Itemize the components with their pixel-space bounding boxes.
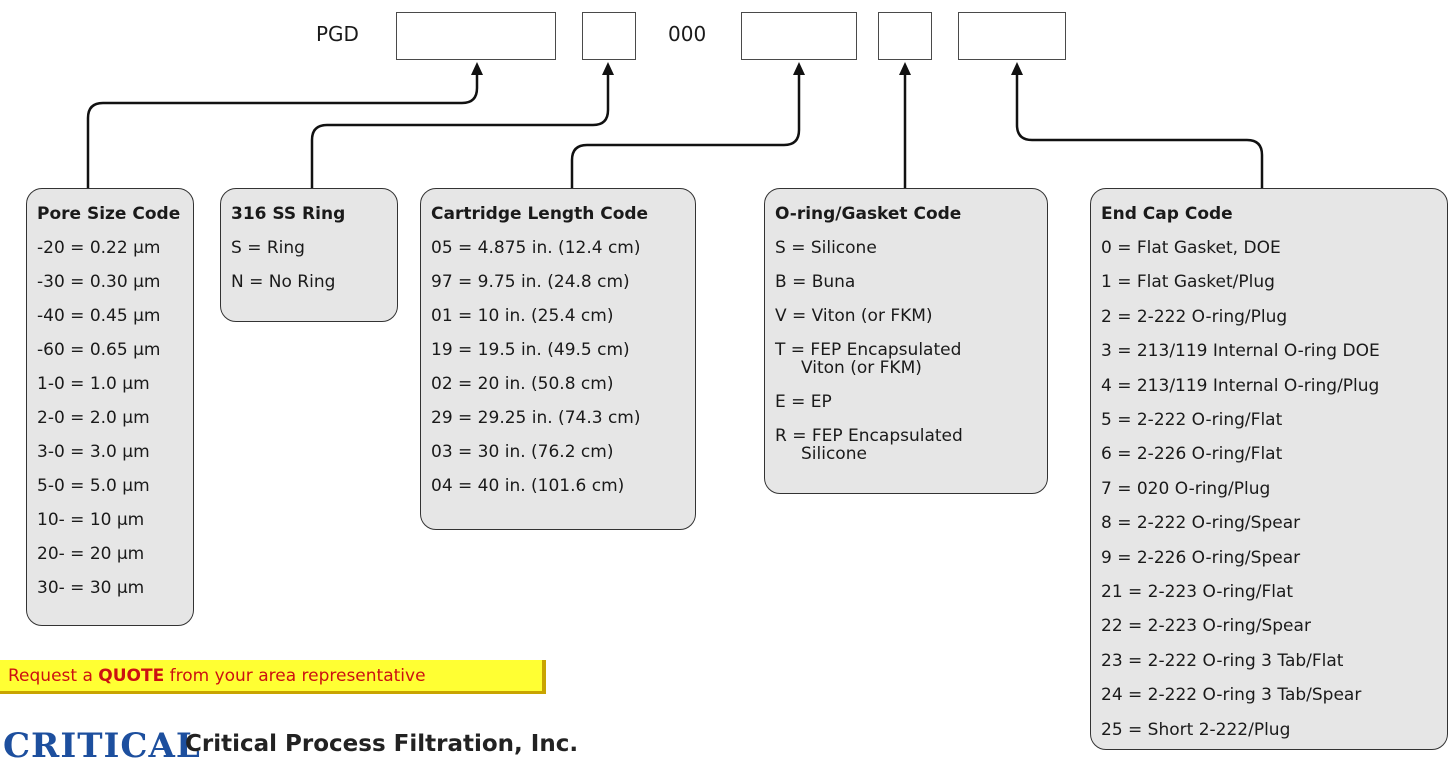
- pore-size-item: -30 = 0.30 µm: [37, 272, 161, 292]
- end-cap-item: 5 = 2-222 O-ring/Flat: [1101, 410, 1283, 431]
- cartridge-length-panel: Cartridge Length Code 05 = 4.875 in. (12…: [420, 188, 696, 530]
- oring-gasket-item: S = Silicone: [775, 238, 877, 258]
- oring-gasket-line: R = FEP Encapsulated: [775, 426, 963, 446]
- pore-size-item: 2-0 = 2.0 µm: [37, 408, 150, 428]
- oring-gasket-code-box[interactable]: [878, 12, 932, 60]
- pore-size-item: -60 = 0.65 µm: [37, 340, 161, 360]
- pore-size-title: Pore Size Code: [37, 204, 181, 224]
- oring-gasket-item: V = Viton (or FKM): [775, 306, 933, 326]
- ss-ring-panel: 316 SS Ring S = Ring N = No Ring: [220, 188, 398, 322]
- connector-ss-ring: [310, 70, 610, 188]
- pore-size-item: 10- = 10 µm: [37, 510, 145, 530]
- end-cap-item: 1 = Flat Gasket/Plug: [1101, 272, 1275, 293]
- cartridge-length-item: 01 = 10 in. (25.4 cm): [431, 306, 614, 326]
- cartridge-length-item: 97 = 9.75 in. (24.8 cm): [431, 272, 630, 292]
- end-cap-item: 6 = 2-226 O-ring/Flat: [1101, 444, 1283, 465]
- ss-ring-item: S = Ring: [231, 238, 305, 258]
- end-cap-item: 4 = 213/119 Internal O-ring/Plug: [1101, 375, 1380, 396]
- code-middle: 000: [668, 22, 707, 46]
- oring-gasket-title: O-ring/Gasket Code: [775, 204, 962, 224]
- end-cap-item: 0 = Flat Gasket, DOE: [1101, 238, 1281, 258]
- pore-size-panel: Pore Size Code -20 = 0.22 µm -30 = 0.30 …: [26, 188, 194, 626]
- cartridge-length-code-box[interactable]: [741, 12, 857, 60]
- oring-gasket-line: Silicone: [801, 444, 867, 464]
- oring-gasket-panel: O-ring/Gasket Code S = Silicone B = Buna…: [764, 188, 1048, 494]
- cartridge-length-item: 05 = 4.875 in. (12.4 cm): [431, 238, 641, 258]
- connector-cartridge-length: [570, 70, 801, 188]
- oring-gasket-item: E = EP: [775, 392, 832, 412]
- cartridge-length-item: 29 = 29.25 in. (74.3 cm): [431, 408, 641, 428]
- pore-size-item: 20- = 20 µm: [37, 544, 145, 564]
- request-quote-button[interactable]: Request a QUOTE from your area represent…: [0, 660, 546, 694]
- oring-gasket-item: B = Buna: [775, 272, 856, 292]
- pore-size-item: -40 = 0.45 µm: [37, 306, 161, 326]
- critical-logo: CRITICAL: [3, 726, 201, 766]
- code-prefix: PGD: [316, 22, 359, 46]
- arrowhead-oring-gasket: [899, 62, 911, 75]
- end-cap-item: 7 = 020 O-ring/Plug: [1101, 478, 1271, 499]
- arrowhead-cartridge-length: [793, 62, 805, 75]
- end-cap-item: 8 = 2-222 O-ring/Spear: [1101, 513, 1301, 534]
- company-name: Critical Process Filtration, Inc.: [185, 731, 579, 757]
- end-cap-code-box[interactable]: [958, 12, 1066, 60]
- ss-ring-item: N = No Ring: [231, 272, 336, 292]
- oring-gasket-item-multiline: R = FEP Encapsulated Silicone: [775, 419, 1037, 471]
- oring-gasket-line: Viton (or FKM): [801, 358, 922, 378]
- arrowhead-ss-ring: [602, 62, 614, 75]
- pore-size-item: -20 = 0.22 µm: [37, 238, 161, 258]
- end-cap-title: End Cap Code: [1101, 204, 1233, 224]
- quote-text-pre: Request a: [8, 666, 99, 686]
- end-cap-item: 2 = 2-222 O-ring/Plug: [1101, 306, 1288, 327]
- cartridge-length-item: 04 = 40 in. (101.6 cm): [431, 476, 625, 496]
- arrowhead-pore-size: [471, 62, 483, 75]
- end-cap-item: 25 = Short 2-222/Plug: [1101, 719, 1291, 740]
- end-cap-item: 23 = 2-222 O-ring 3 Tab/Flat: [1101, 650, 1344, 671]
- connector-pore-size: [86, 70, 479, 188]
- end-cap-item: 21 = 2-223 O-ring/Flat: [1101, 582, 1294, 603]
- cartridge-length-item: 02 = 20 in. (50.8 cm): [431, 374, 614, 394]
- end-cap-item: 3 = 213/119 Internal O-ring DOE: [1101, 341, 1380, 362]
- pore-size-item: 5-0 = 5.0 µm: [37, 476, 150, 496]
- ss-ring-title: 316 SS Ring: [231, 204, 346, 224]
- end-cap-item: 22 = 2-223 O-ring/Spear: [1101, 616, 1311, 637]
- pore-size-item: 30- = 30 µm: [37, 578, 145, 598]
- pore-size-code-box[interactable]: [396, 12, 556, 60]
- end-cap-panel: End Cap Code 0 = Flat Gasket, DOE 1 = Fl…: [1090, 188, 1448, 750]
- cartridge-length-item: 03 = 30 in. (76.2 cm): [431, 442, 614, 462]
- pore-size-item: 3-0 = 3.0 µm: [37, 442, 150, 462]
- oring-gasket-item-multiline: T = FEP Encapsulated Viton (or FKM): [775, 333, 1037, 385]
- pore-size-item: 1-0 = 1.0 µm: [37, 374, 150, 394]
- cartridge-length-title: Cartridge Length Code: [431, 204, 649, 224]
- end-cap-item: 9 = 2-226 O-ring/Spear: [1101, 547, 1301, 568]
- quote-text-bold: QUOTE: [98, 666, 165, 686]
- ss-ring-code-box[interactable]: [582, 12, 636, 60]
- quote-text-post: from your area representative: [164, 666, 426, 686]
- arrowhead-end-cap: [1011, 62, 1023, 75]
- connector-end-cap: [1015, 70, 1264, 188]
- end-cap-item: 24 = 2-222 O-ring 3 Tab/Spear: [1101, 685, 1362, 706]
- oring-gasket-line: T = FEP Encapsulated: [775, 340, 962, 360]
- cartridge-length-item: 19 = 19.5 in. (49.5 cm): [431, 340, 630, 360]
